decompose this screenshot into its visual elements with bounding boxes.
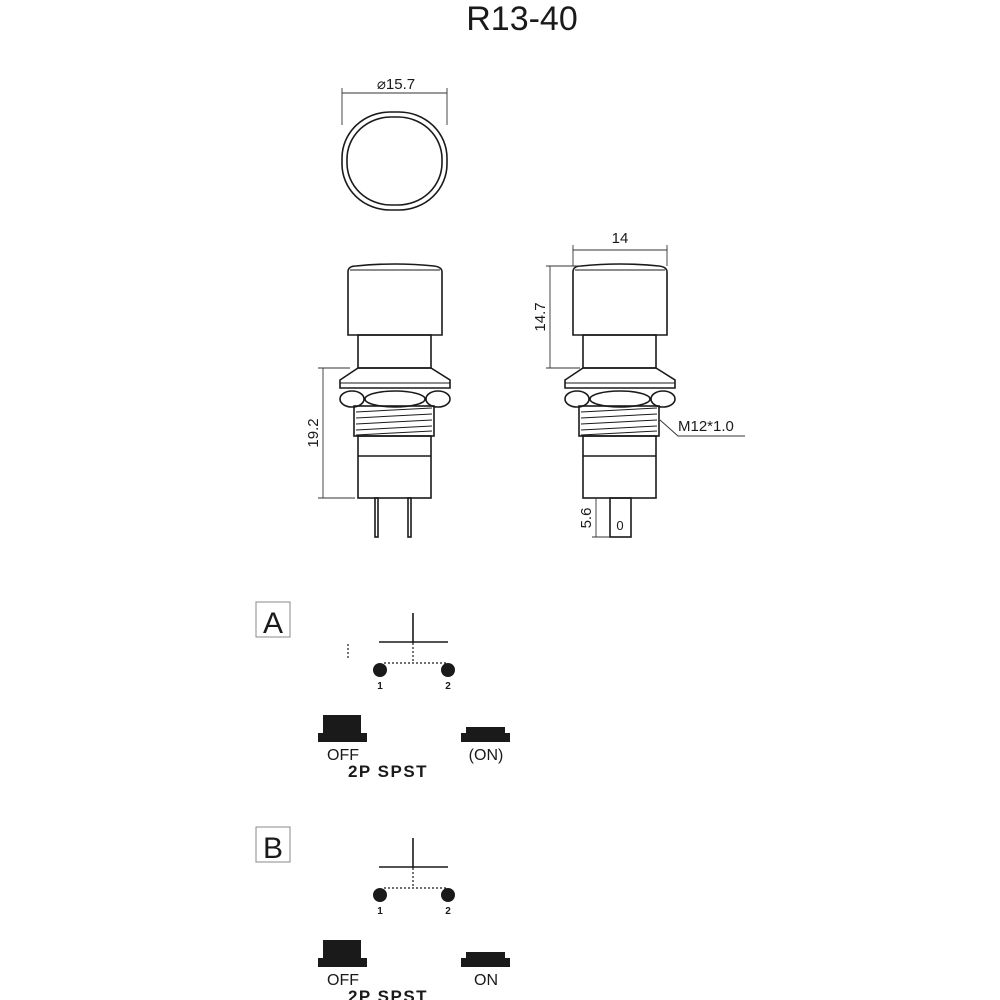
off-label: OFF <box>327 972 359 989</box>
variant-letter: B <box>263 832 283 865</box>
pin-2-label: 2 <box>445 906 451 917</box>
pin-label: 5.6 <box>578 508 595 529</box>
type-label: 2P SPST <box>348 762 428 781</box>
variant-letter: A <box>263 607 283 640</box>
on-label: (ON) <box>469 747 504 764</box>
pin-1-label: 1 <box>377 681 383 692</box>
title: R13-40 <box>466 0 578 38</box>
pin-mark: 0 <box>616 518 623 533</box>
pin-2-label: 2 <box>445 681 451 692</box>
thread-label: M12*1.0 <box>678 418 734 435</box>
on-button-icon <box>461 727 510 742</box>
pin-1-dot <box>373 888 387 902</box>
off-button-icon <box>318 940 367 967</box>
pin-2-dot <box>441 888 455 902</box>
top-view: ⌀15.7 <box>341 76 448 211</box>
on-label: ON <box>474 972 498 989</box>
variant-b: B 1 2 OFF ON 2P SPST <box>255 826 510 1000</box>
pin-2-dot <box>441 663 455 677</box>
type-label: 2P SPST <box>348 987 428 1000</box>
diameter-label: ⌀15.7 <box>377 76 415 93</box>
off-label: OFF <box>327 747 359 764</box>
cap-height-label: 14.7 <box>532 302 549 331</box>
on-button-icon <box>461 952 510 967</box>
pins-left: 19.2 <box>305 367 412 538</box>
variant-a: A 1 2 OFF (ON) 2P SPST <box>255 601 510 781</box>
side-view-right <box>564 263 676 499</box>
width-label: 14 <box>612 230 629 247</box>
side-view-right-dims: 14 14.7 M12*1.0 0 5.6 <box>532 230 745 538</box>
pin-1-label: 1 <box>377 906 383 917</box>
off-button-icon <box>318 715 367 742</box>
pin-1-dot <box>373 663 387 677</box>
side-view-left <box>339 263 451 499</box>
height-label: 19.2 <box>305 418 322 447</box>
